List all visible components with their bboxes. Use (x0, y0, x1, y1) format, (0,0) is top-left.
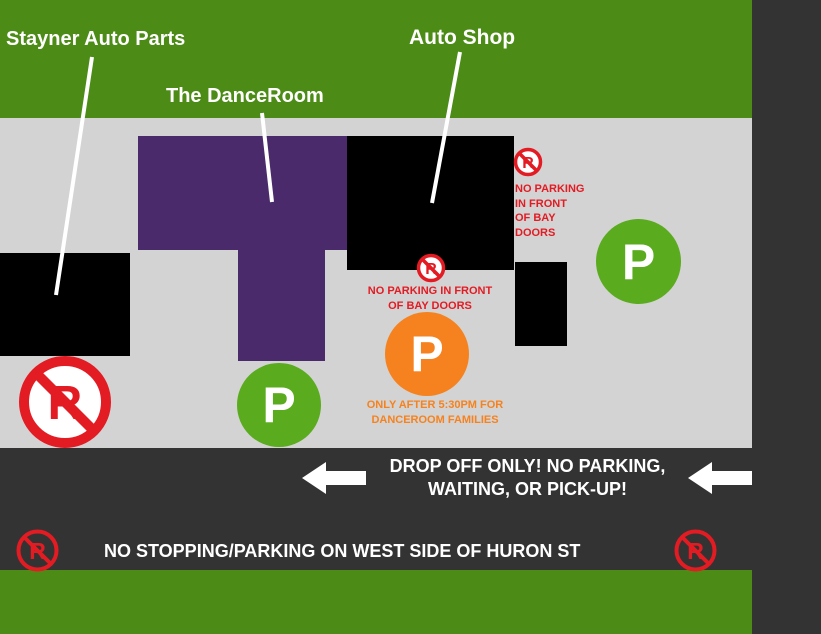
road-huron-st (0, 448, 752, 570)
bay-doors-notice-center: NO PARKING IN FRONT OF BAY DOORS (367, 285, 493, 312)
stayner-pointer (54, 56, 94, 296)
auto-shop-building (347, 136, 514, 270)
danceroom-building-top (138, 136, 347, 250)
road-east (752, 0, 821, 634)
no-parking-icon-large: R (18, 355, 112, 449)
arrow-left-icon (302, 462, 366, 494)
grass-bottom (0, 570, 752, 634)
parking-icon-green-bottom: P (237, 363, 321, 447)
no-parking-icon-road-right: R (673, 528, 718, 573)
stayner-label: Stayner Auto Parts (6, 28, 186, 50)
after-hours-notice: ONLY AFTER 5:30PM FOR DANCEROOM FAMILIES (366, 399, 504, 426)
danceroom-building-bottom (238, 248, 325, 361)
parking-icon-orange: P (385, 312, 469, 396)
auto-shop-annex (515, 262, 567, 346)
no-parking-icon-bay-center: R (416, 253, 446, 283)
stayner-auto-parts-building (0, 253, 130, 356)
autoshop-pointer (430, 51, 462, 204)
arrow-left-icon-right (688, 462, 752, 494)
no-stopping-notice: NO STOPPING/PARKING ON WEST SIDE OF HURO… (104, 541, 581, 561)
grass-top (0, 0, 752, 118)
bay-doors-notice-right: NO PARKING IN FRONT OF BAY DOORS (515, 183, 585, 239)
no-parking-icon-road-left: R (15, 528, 60, 573)
drop-off-notice: DROP OFF ONLY! NO PARKING, WAITING, OR P… (389, 456, 666, 499)
danceroom-pointer (260, 112, 274, 203)
danceroom-label: The DanceRoom (166, 85, 324, 107)
parking-icon-green-right: P (596, 219, 681, 304)
no-parking-icon-bay-right: R (513, 147, 543, 177)
autoshop-label: Auto Shop (409, 26, 516, 49)
